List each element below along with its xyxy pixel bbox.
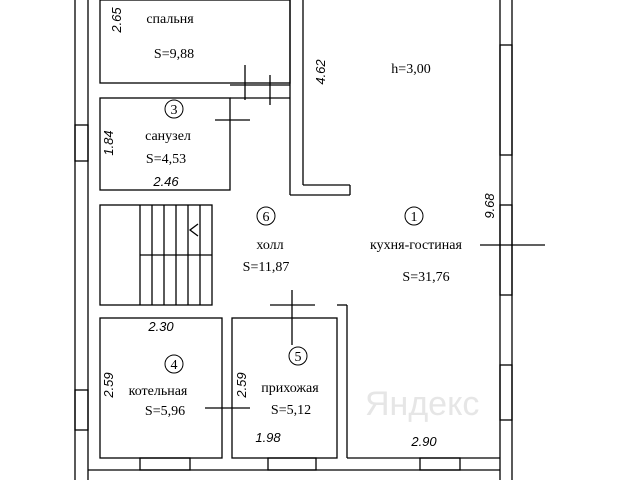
dim-2-30: 2.30 [147, 319, 174, 334]
room-bathroom-area: S=4,53 [146, 152, 186, 167]
room-boiler-name: котельная [129, 384, 188, 399]
ceiling-height: h=3,00 [391, 62, 430, 77]
dim-1-98: 1.98 [255, 430, 281, 445]
room-4-number: 4 [171, 358, 178, 373]
dim-1-84: 1.84 [101, 130, 116, 155]
room-bathroom-name: санузел [145, 129, 191, 144]
watermark: Яндекс [365, 385, 479, 423]
dim-2-46: 2.46 [152, 174, 179, 189]
dim-2-59-left: 2.59 [101, 372, 116, 398]
room-entry-area: S=5,12 [271, 403, 311, 418]
room-3-number: 3 [171, 103, 178, 118]
room-kitchen-area: S=31,76 [402, 270, 449, 285]
room-6-marker [256, 206, 276, 226]
dim-2-65: 2.65 [109, 7, 124, 34]
room-5-number: 5 [295, 350, 302, 365]
room-5-marker [288, 346, 308, 366]
room-kitchen-name: кухня-гостиная [370, 238, 462, 253]
room-boiler-area: S=5,96 [145, 404, 185, 419]
room-6-number: 6 [263, 210, 270, 225]
dim-9-68: 9.68 [482, 193, 497, 219]
dim-2-59-right: 2.59 [234, 372, 249, 398]
room-3-marker [164, 99, 184, 119]
room-1-number: 1 [411, 210, 418, 225]
dim-2-90: 2.90 [410, 434, 437, 449]
room-4-marker [164, 354, 184, 374]
walls [74, 0, 545, 480]
room-bedroom-name: спальня [146, 12, 194, 27]
room-number-markers [164, 99, 424, 374]
room-hall-area: S=11,87 [243, 260, 290, 275]
room-1-marker [404, 206, 424, 226]
dim-4-62: 4.62 [313, 59, 328, 85]
room-hall-name: холл [256, 238, 283, 253]
room-bedroom-area: S=9,88 [154, 47, 194, 62]
room-entry-name: прихожая [261, 381, 319, 396]
